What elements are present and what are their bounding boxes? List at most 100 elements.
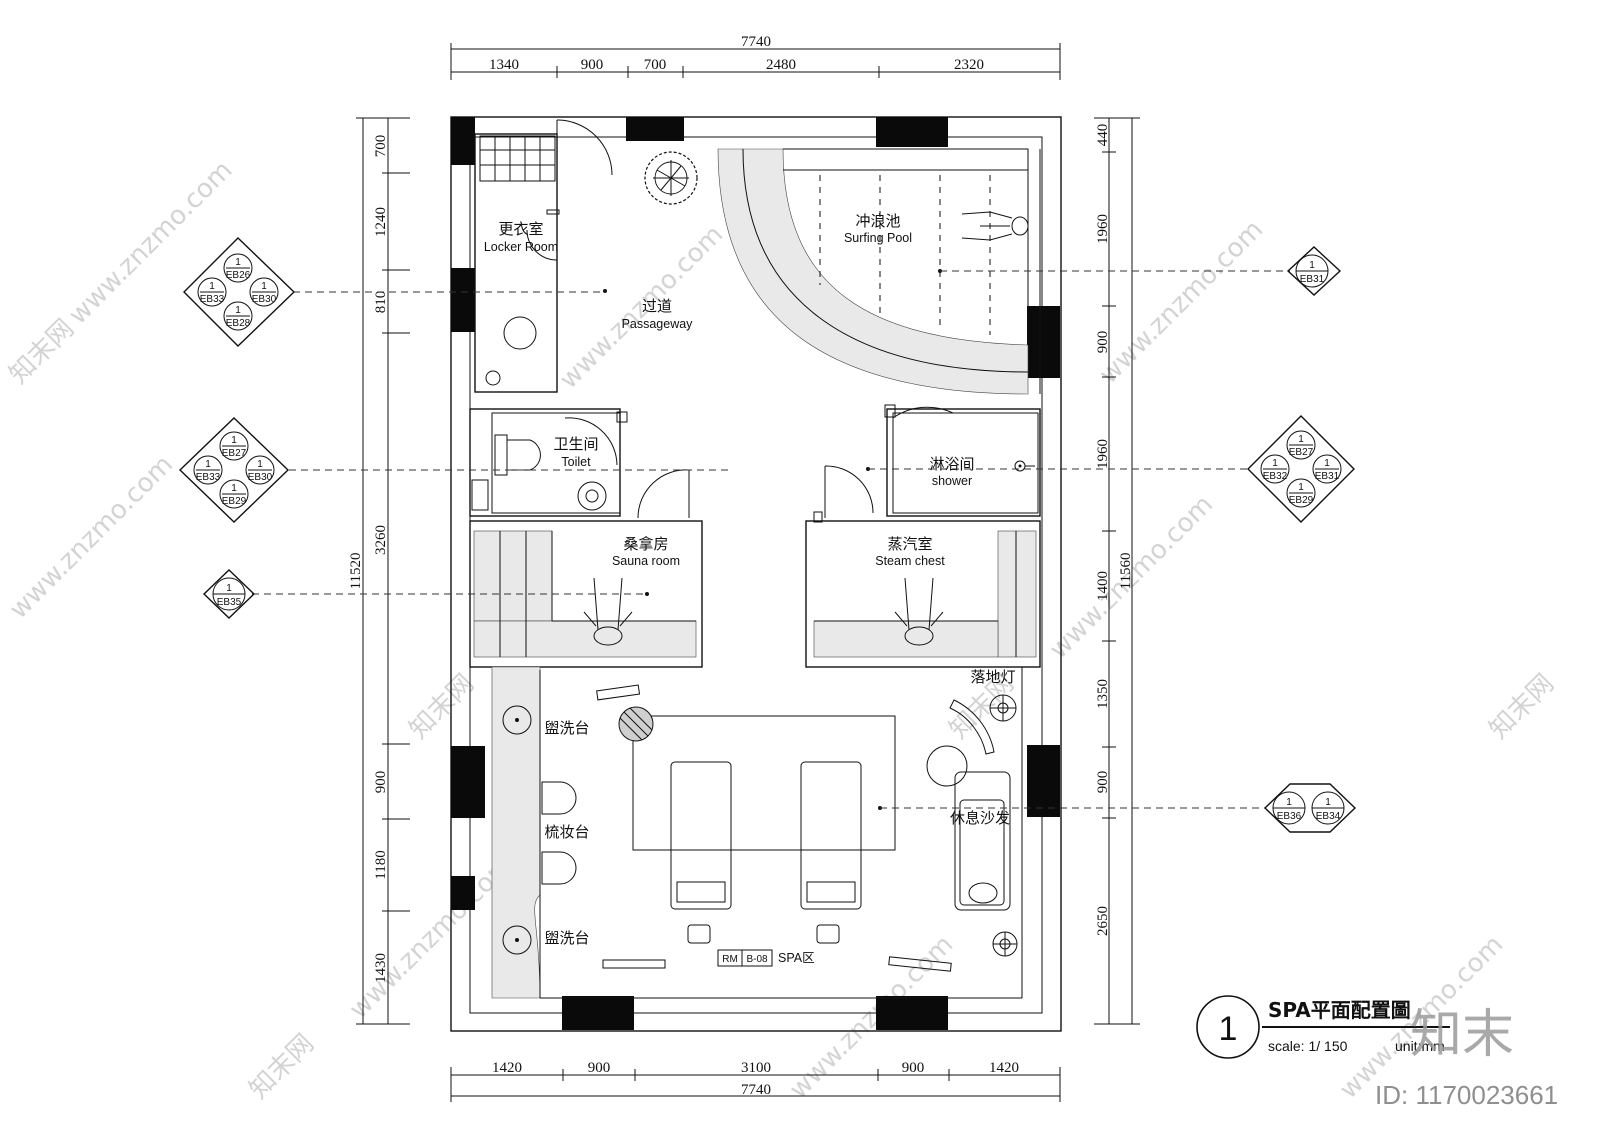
marker-code: EB29 [1289,495,1314,506]
label-sofa: 休息沙发 [950,809,1010,827]
dim-top-seg: 1340 [489,57,519,73]
floor-lamp-icon [992,931,1018,957]
marker-code: EB30 [252,294,277,305]
room-label-steam-en: Steam chest [875,554,945,568]
watermark-site-cn: 知末网 [1484,669,1560,745]
brand-watermark: 知末 ID: 1170023661 [1375,1005,1558,1110]
dim-top-seg: 2480 [766,57,796,73]
marker-code: EB30 [248,472,273,483]
spa-rug [632,715,896,851]
dimension-bottom: 1420 900 3100 900 1420 7740 [450,1060,1061,1102]
dim-bottom-seg: 3100 [741,1060,771,1076]
watermark-site: www.znzmo.com [4,450,179,625]
dim-right-seg: 1960 [1095,214,1111,244]
room-tag-rm: RM [722,954,738,965]
marker-num: 1 [231,483,237,494]
dim-left-seg: 1430 [373,953,389,983]
wall-shelf [602,959,666,969]
dimension-top: 7740 1340 900 700 2480 2320 [450,34,1061,80]
dimension-left: 11520 700 1240 810 3260 900 1180 1430 [348,117,410,1025]
marker-num: 1 [235,257,241,268]
dim-right-seg: 440 [1095,124,1111,147]
dim-left-seg: 700 [373,135,389,158]
marker-num: 1 [257,459,263,470]
marker-num: 1 [205,459,211,470]
dim-top-seg: 900 [581,57,604,73]
label-basin-top: 盥洗台 [544,719,589,737]
toilet-icon [494,434,541,476]
dim-top-seg: 2320 [954,57,984,73]
marker-num: 1 [1325,797,1331,808]
room-label-toilet-en: Toilet [561,455,591,469]
marker-code: EB27 [222,448,247,459]
passageway: 过道 Passageway [603,151,698,331]
room-label-shower-en: shower [932,474,972,488]
watermark-site: www.znzmo.com [1094,215,1269,390]
room-tag: RM B-08 SPA区 [717,949,815,967]
marker-num: 1 [1272,458,1278,469]
watermark-site-cn: 知末网 [244,1029,320,1105]
dim-left-total: 11520 [348,553,364,590]
dim-top-total: 7740 [741,34,771,50]
room-label-sauna-cn: 桑拿房 [623,535,668,553]
floor-drain-icon [577,481,607,511]
marker-num: 1 [231,435,237,446]
outer-walls [450,116,1062,1032]
marker-code: EB33 [196,472,221,483]
dim-bottom-seg: 900 [902,1060,925,1076]
dim-right-seg: 900 [1095,771,1111,794]
stool-icon [541,781,577,815]
massage-bed-icon [670,761,732,910]
marker-code: EB32 [1263,471,1288,482]
dim-bottom-seg: 900 [588,1060,611,1076]
person-lying-icon [583,577,633,646]
watermark-site-cn: 知末网 [4,314,80,390]
room-label-locker-en: Locker Room [484,240,558,254]
dimension-right: 440 1960 900 1960 1400 1350 900 2650 115… [1094,117,1140,1025]
dim-bottom-seg: 1420 [492,1060,522,1076]
marker-num: 1 [1309,260,1315,271]
massage-bed-icon [800,761,862,910]
drawing-number: 1 [1219,1010,1238,1048]
brand-logo: 知末 [1410,1005,1514,1065]
marker-code: EB31 [1300,274,1325,285]
room-tag-code: B-08 [746,954,768,965]
dim-right-total: 11560 [1118,553,1134,590]
dim-left-seg: 3260 [373,525,389,555]
dim-right-seg: 2650 [1095,906,1111,936]
marker-num: 1 [261,281,267,292]
room-label-sauna-en: Sauna room [612,554,680,568]
room-label-passage-cn: 过道 [642,297,672,315]
marker-num: 1 [1298,482,1304,493]
marker-num: 1 [209,281,215,292]
dim-bottom-seg: 1420 [989,1060,1019,1076]
toilet-room: 卫生间 Toilet [469,408,690,519]
room-label-surf-cn: 冲浪池 [855,212,900,230]
round-table-icon [926,745,968,787]
marker-code: EB34 [1316,811,1341,822]
marker-num: 1 [1298,434,1304,445]
image-id: ID: 1170023661 [1375,1080,1558,1110]
dim-left-seg: 1180 [373,850,389,879]
room-label-toilet-cn: 卫生间 [553,435,598,453]
drawing-scale: scale: 1/ 150 [1268,1038,1348,1054]
floor-lamp-icon [989,694,1017,722]
dim-bottom-total: 7740 [741,1082,771,1098]
marker-num: 1 [235,305,241,316]
room-label-steam-cn: 蒸汽室 [887,535,932,553]
dim-right-seg: 900 [1095,331,1111,354]
dim-left-seg: 810 [373,291,389,314]
room-label-surf-en: Surfing Pool [844,231,912,245]
shower-room: 淋浴间 shower [824,404,1041,518]
dim-top-seg: 700 [644,57,667,73]
dim-right-seg: 1960 [1095,439,1111,469]
drawing-title: SPA平面配置圖 [1268,998,1411,1022]
locker-room: 更衣室 Locker Room [474,119,613,393]
lounge-sofa-icon [954,771,1011,911]
marker-code: EB33 [200,294,225,305]
spa-area: 盥洗台 梳妆台 盥洗台 RM B-08 SP [491,666,1023,999]
drawing-unit: unit:mm [1395,1038,1445,1054]
marker-code: EB29 [222,496,247,507]
steam-room: 蒸汽室 Steam chest [805,511,1041,668]
marker-code: EB36 [1277,811,1302,822]
